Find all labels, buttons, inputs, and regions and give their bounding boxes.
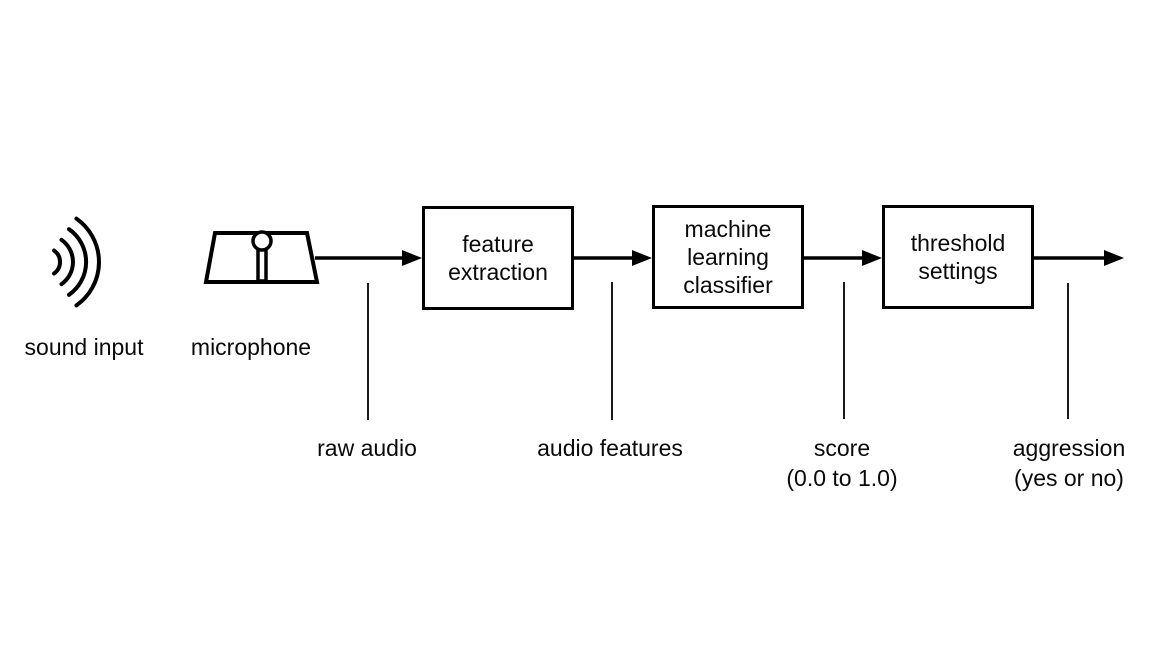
threshold-label-line: settings bbox=[918, 258, 998, 284]
arrow-classifier-to-threshold bbox=[804, 250, 882, 266]
sound-waves-icon bbox=[52, 216, 101, 308]
microphone-icon bbox=[203, 230, 320, 284]
raw-audio-label-line: raw audio bbox=[317, 435, 417, 461]
feature-extraction-label-line: extraction bbox=[448, 259, 548, 285]
sound-wave-arc bbox=[67, 227, 89, 297]
aggression-label: aggression (yes or no) bbox=[1013, 433, 1126, 493]
threshold-settings-box: threshold settings bbox=[882, 205, 1034, 309]
arrow-output bbox=[1034, 250, 1124, 266]
aggression-label-line: (yes or no) bbox=[1014, 465, 1124, 491]
machine-learning-classifier-box: machine learning classifier bbox=[652, 205, 804, 309]
feature-extraction-label-line: feature bbox=[462, 231, 534, 257]
score-label-line: score bbox=[813, 435, 871, 461]
sound-wave-arc bbox=[74, 216, 101, 308]
classifier-label-line: learning bbox=[687, 244, 769, 270]
threshold-label-line: threshold bbox=[910, 230, 1006, 256]
classifier-label-line: classifier bbox=[683, 272, 773, 298]
microphone-head bbox=[251, 230, 273, 252]
audio-features-label-line: audio features bbox=[537, 435, 683, 461]
score-label: score (0.0 to 1.0) bbox=[786, 433, 897, 493]
feature-extraction-box: feature extraction bbox=[422, 206, 574, 310]
arrow-mic-to-feature bbox=[315, 250, 422, 266]
sound-input-label: sound input bbox=[24, 334, 144, 360]
arrow-feature-to-classifier bbox=[574, 250, 652, 266]
aggression-label-line: aggression bbox=[1012, 435, 1126, 461]
audio-features-label: audio features bbox=[537, 433, 683, 463]
sound-wave-arc bbox=[52, 248, 62, 276]
microphone-label: microphone bbox=[190, 334, 312, 360]
classifier-label-line: machine bbox=[684, 216, 772, 242]
score-label-line: (0.0 to 1.0) bbox=[786, 465, 898, 491]
signal-connector-lines bbox=[367, 282, 1069, 420]
flow-arrows bbox=[315, 250, 1124, 266]
sound-wave-arc bbox=[59, 237, 75, 287]
raw-audio-label: raw audio bbox=[317, 433, 417, 463]
